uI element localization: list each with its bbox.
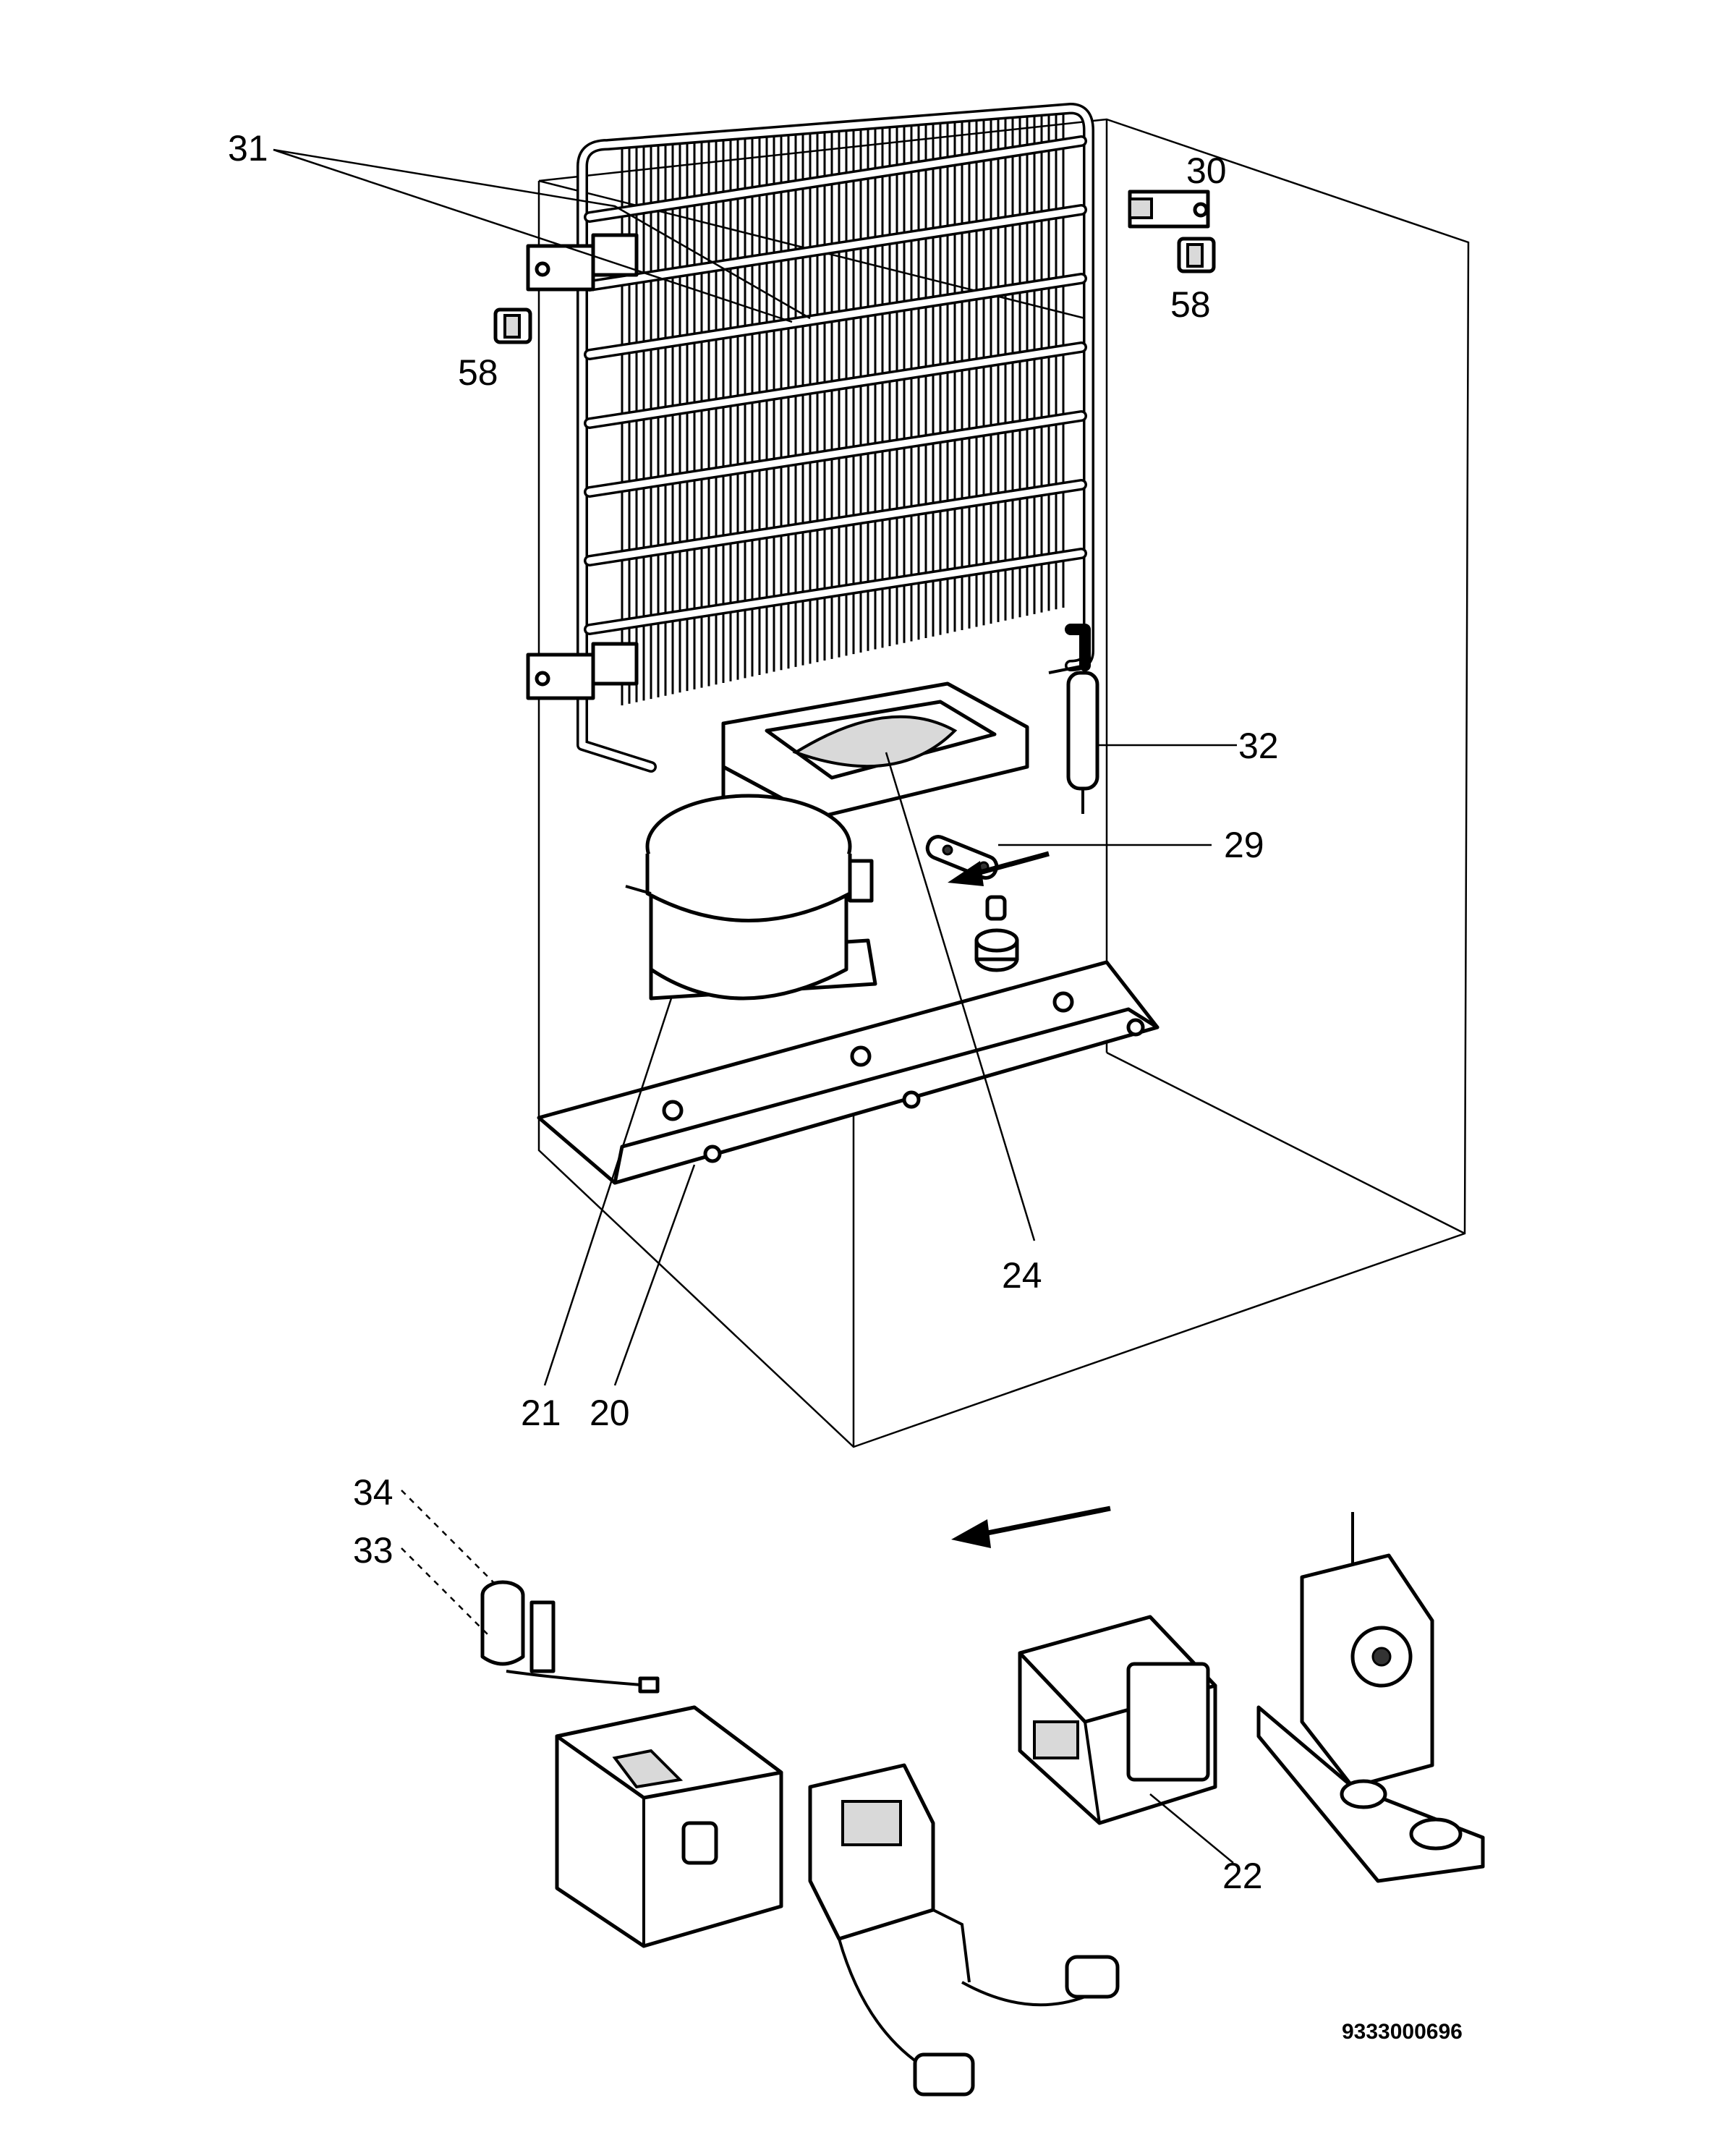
rubber-grommet xyxy=(974,895,1019,972)
callout-58-right: 58 xyxy=(1170,284,1211,325)
drawing-code: 9333000696 xyxy=(1342,2020,1463,2044)
electrical-cover-box xyxy=(555,1705,783,1948)
direction-arrow-lower xyxy=(951,1505,1111,1548)
relay-part-22 xyxy=(1018,1615,1217,1825)
direction-arrow-upper xyxy=(948,851,1050,886)
mounting-plate xyxy=(1256,1512,1485,1883)
callout-31: 31 xyxy=(228,128,268,169)
callout-20: 20 xyxy=(590,1393,630,1433)
compressor-tray-part-24 xyxy=(721,681,1029,852)
base-rail-part-20 xyxy=(537,960,1160,1185)
starter-relay-assembly xyxy=(808,1763,1120,2097)
condenser-tube-highlight xyxy=(586,412,1085,496)
cabinet-outline xyxy=(537,118,1470,1448)
callout-24: 24 xyxy=(1002,1255,1042,1296)
condenser-tube-loops xyxy=(584,135,1087,635)
compressor-part-21 xyxy=(625,794,877,1001)
callout-58-left: 58 xyxy=(458,352,498,393)
condenser xyxy=(576,103,1094,773)
condenser-tube-highlight xyxy=(586,206,1085,289)
callout-34: 34 xyxy=(353,1472,393,1513)
callout-29: 29 xyxy=(1224,825,1264,865)
clip-part-58-right xyxy=(1177,237,1216,273)
bracket-part-30 xyxy=(1128,190,1210,229)
condenser-tube-highlight xyxy=(586,275,1085,358)
callout-30: 30 xyxy=(1186,150,1227,191)
callout-21: 21 xyxy=(521,1393,561,1433)
callout-32: 32 xyxy=(1238,726,1279,766)
condenser-tube-highlight xyxy=(586,481,1085,564)
thermostat-capacitor-part-33-34 xyxy=(480,1580,660,1694)
leader-lines xyxy=(273,148,1237,1864)
condenser-tube-highlight xyxy=(586,137,1085,221)
callout-22: 22 xyxy=(1222,1856,1263,1896)
callout-labels: 31 30 58 58 32 29 24 21 20 34 33 22 9333… xyxy=(228,128,1463,2044)
condenser-bracket-bottom-left xyxy=(526,642,639,700)
filter-drier-part-32 xyxy=(1048,624,1099,814)
clip-part-58-left xyxy=(493,307,532,344)
callout-33: 33 xyxy=(353,1530,393,1571)
condenser-tube-highlight xyxy=(586,550,1085,633)
condenser-tube-highlight xyxy=(586,344,1085,427)
